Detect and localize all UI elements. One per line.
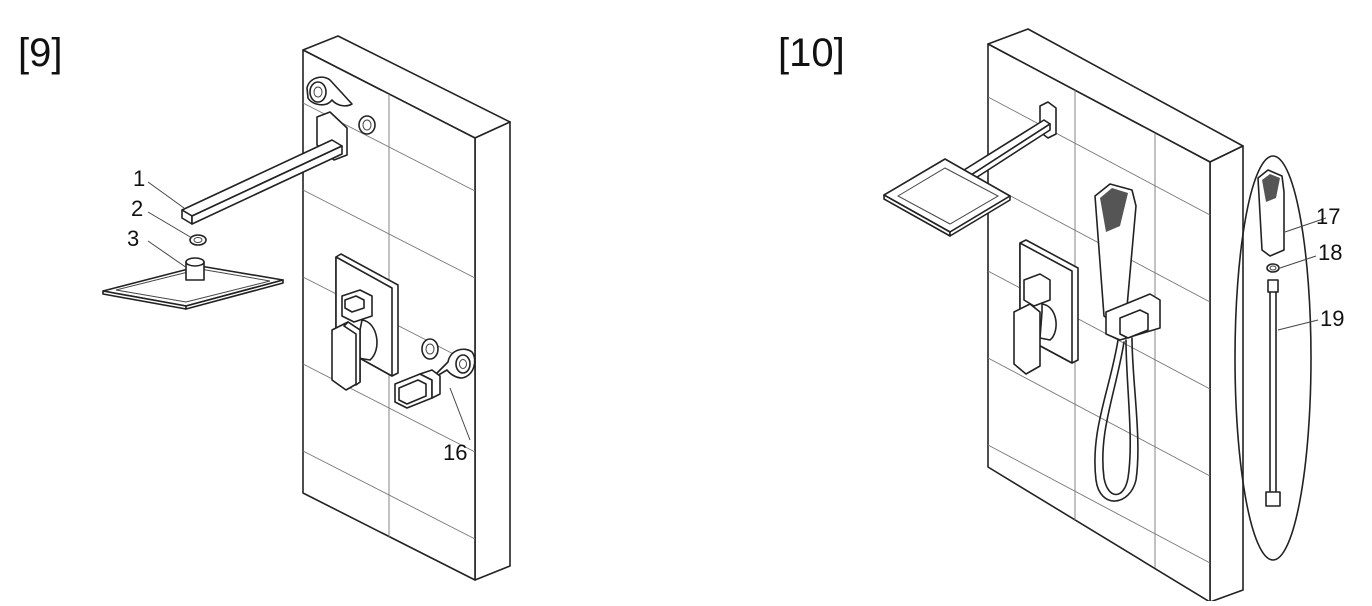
callout-18: 18 [1318, 240, 1342, 265]
step-10: [10] [778, 28, 1344, 603]
step-9-label: [9] [18, 31, 62, 75]
washer [189, 234, 207, 246]
step-9: [9] [18, 31, 511, 581]
rain-shower-head [102, 257, 284, 310]
wall-panel-step-10 [987, 28, 1244, 603]
callout-17: 17 [1316, 204, 1340, 229]
exploded-detail [1234, 155, 1312, 561]
callout-2: 2 [131, 196, 143, 221]
hand-shower-installed [1094, 183, 1161, 502]
shower-arm [181, 111, 348, 225]
wall-elbow-holder [394, 338, 476, 409]
wall-elbow-top [306, 76, 376, 135]
callout-19: 19 [1320, 306, 1344, 331]
step-10-label: [10] [778, 31, 845, 75]
callout-3: 3 [127, 226, 139, 251]
mixer-valve-step-10 [1013, 239, 1079, 375]
rain-shower-head-installed [883, 158, 1011, 237]
callout-1: 1 [133, 166, 145, 191]
mixer-valve-step-9 [331, 253, 399, 391]
callout-16: 16 [443, 440, 467, 465]
